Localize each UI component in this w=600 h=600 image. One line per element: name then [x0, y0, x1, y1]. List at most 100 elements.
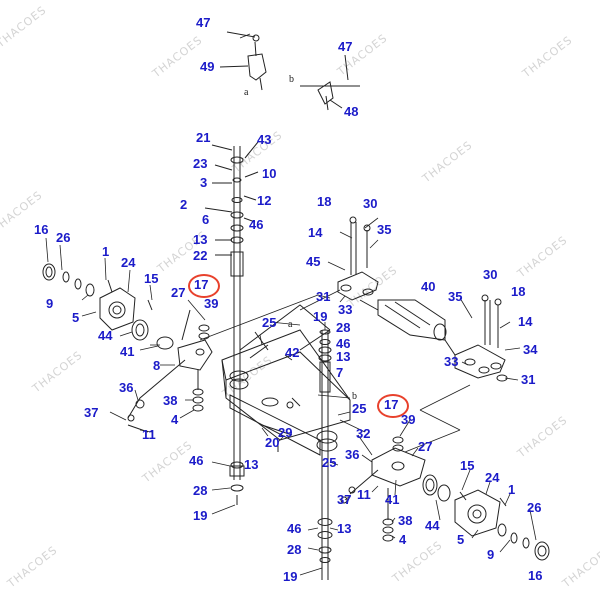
callout-24: 24 [121, 255, 136, 270]
clamp-detail-b [300, 54, 360, 111]
callout-47: 47 [196, 15, 211, 30]
callout-5: 5 [457, 532, 465, 547]
callout-46: 46 [287, 521, 302, 536]
view-label-b: b [352, 391, 357, 402]
right-cylinder-assembly [337, 216, 508, 382]
callout-44: 44 [98, 328, 113, 343]
callout-9: 9 [487, 547, 495, 562]
center-shaft-assembly [317, 329, 333, 580]
callout-14: 14 [308, 225, 323, 240]
callout-2: 2 [180, 197, 188, 212]
callout-3: 3 [200, 175, 208, 190]
callout-18: 18 [511, 284, 526, 299]
callout-19: 19 [283, 569, 298, 584]
callout-26: 26 [527, 500, 542, 515]
callout-28: 28 [193, 483, 208, 498]
callout-35: 35 [448, 289, 463, 304]
callout-43: 43 [257, 132, 272, 147]
left-lower-shaft-parts [229, 461, 245, 505]
bracket-detail-a [219, 31, 267, 91]
callout-33: 33 [338, 302, 353, 317]
callout-47: 47 [338, 39, 353, 54]
callout-34: 34 [523, 342, 538, 357]
callout-1: 1 [102, 244, 110, 259]
callout-16: 16 [528, 568, 543, 583]
callout-31: 31 [316, 289, 331, 304]
callout-16: 16 [34, 222, 49, 237]
callout-44: 44 [425, 518, 440, 533]
callout-46: 46 [189, 453, 204, 468]
callout-6: 6 [202, 212, 210, 227]
callout-31: 31 [521, 372, 536, 387]
callout-17: 17 [194, 277, 209, 292]
view-label-a: a [288, 319, 293, 330]
callout-14: 14 [518, 314, 533, 329]
callout-49: 49 [200, 59, 215, 74]
callout-33: 33 [444, 354, 459, 369]
callout-19: 19 [313, 309, 328, 324]
callout-39: 39 [401, 412, 416, 427]
callout-5: 5 [72, 310, 80, 325]
callout-45: 45 [306, 254, 321, 269]
callout-40: 40 [421, 279, 436, 294]
callout-42: 42 [285, 345, 300, 360]
callout-35: 35 [377, 222, 392, 237]
left-hub-assembly [42, 263, 213, 433]
callout-28: 28 [287, 542, 302, 557]
callout-46: 46 [249, 217, 264, 232]
callout-26: 26 [56, 230, 71, 245]
callout-8: 8 [153, 358, 161, 373]
callout-13: 13 [193, 232, 208, 247]
callout-24: 24 [485, 470, 500, 485]
callout-36: 36 [345, 447, 360, 462]
callout-37: 37 [337, 492, 352, 507]
callout-13: 13 [336, 349, 351, 364]
callout-32: 32 [356, 426, 371, 441]
callout-46: 46 [336, 336, 351, 351]
callout-15: 15 [460, 458, 475, 473]
callout-15: 15 [144, 271, 159, 286]
highlight-circle [188, 274, 220, 298]
view-label-a: a [244, 87, 249, 98]
callout-21: 21 [196, 130, 211, 145]
callout-11: 11 [142, 427, 156, 442]
left-shaft-assembly [204, 141, 259, 480]
callout-41: 41 [385, 492, 400, 507]
callout-17: 17 [384, 397, 399, 412]
callout-12: 12 [257, 193, 272, 208]
callout-48: 48 [344, 104, 359, 119]
leader-lines [45, 33, 537, 576]
callout-1: 1 [508, 482, 516, 497]
callout-19: 19 [193, 508, 208, 523]
callout-27: 27 [418, 439, 433, 454]
callout-10: 10 [262, 166, 277, 181]
callout-13: 13 [337, 521, 352, 536]
callout-29: 29 [278, 425, 293, 440]
callout-37: 37 [84, 405, 99, 420]
callout-4: 4 [399, 532, 407, 547]
callout-9: 9 [46, 296, 54, 311]
callout-30: 30 [363, 196, 378, 211]
view-label-b: b [289, 74, 294, 85]
callout-23: 23 [193, 156, 208, 171]
callout-4: 4 [171, 412, 179, 427]
callout-7: 7 [336, 365, 344, 380]
callout-27: 27 [171, 285, 186, 300]
callout-41: 41 [120, 344, 135, 359]
callout-25: 25 [322, 455, 337, 470]
callout-36: 36 [119, 380, 134, 395]
callout-39: 39 [204, 296, 219, 311]
callout-20: 20 [265, 435, 280, 450]
callout-28: 28 [336, 320, 351, 335]
right-hub-assembly [340, 436, 550, 561]
callout-13: 13 [244, 457, 259, 472]
callout-22: 22 [193, 248, 208, 263]
callout-38: 38 [163, 393, 178, 408]
main-frame [221, 304, 351, 456]
callout-11: 11 [357, 487, 371, 502]
highlight-circle [377, 394, 409, 418]
callout-25: 25 [352, 401, 367, 416]
callout-38: 38 [398, 513, 413, 528]
